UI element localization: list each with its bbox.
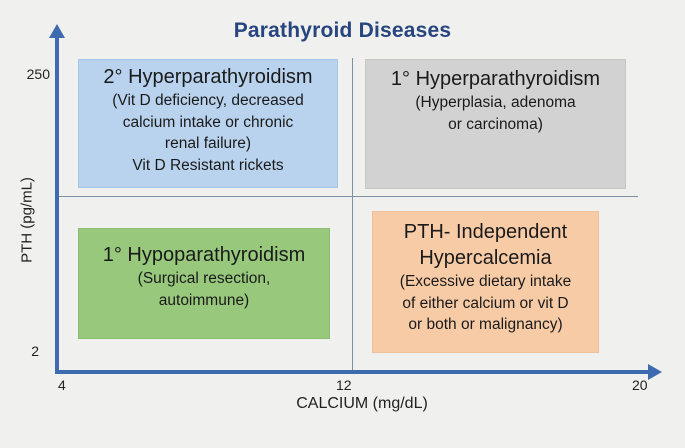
quadrant-divider-horizontal — [57, 196, 638, 197]
quadrant-primary-hypoparathyroidism: 1° Hypoparathyroidism (Surgical resectio… — [78, 228, 330, 339]
quadrant-detail-line: (Vit D deficiency, decreased — [112, 92, 304, 109]
x-tick-4: 4 — [58, 377, 66, 393]
x-axis-label: CALCIUM (mg/dL) — [296, 395, 428, 412]
x-tick-20: 20 — [632, 377, 648, 393]
y-tick-250: 250 — [26, 66, 50, 82]
diagram-title: Parathyroid Diseases — [233, 19, 452, 42]
y-axis-label: PTH (pg/mL) — [18, 177, 36, 263]
quadrant-heading: 1° Hypoparathyroidism — [102, 244, 306, 266]
quadrant-detail-line: or both or malignancy) — [408, 316, 563, 333]
quadrant-detail-line: calcium intake or chronic — [122, 113, 294, 131]
quadrant-detail-line: (Surgical resection, — [137, 270, 271, 287]
x-axis-line — [55, 370, 648, 374]
y-tick-2: 2 — [31, 343, 39, 359]
x-tick-12: 12 — [336, 377, 352, 393]
quadrant-detail-line: or carcinoma) — [448, 115, 543, 133]
quadrant-heading: 1° Hyperparathyroidism — [390, 68, 601, 90]
quadrant-primary-hyperparathyroidism: 1° Hyperparathyroidism (Hyperplasia, ade… — [365, 59, 626, 189]
quadrant-detail-line: renal failure) — [164, 135, 252, 152]
quadrant-heading: 2° Hyperparathyroidism — [103, 66, 313, 88]
quadrant-divider-vertical — [352, 58, 353, 370]
quadrant-heading: PTH- Independent Hypercalcemia — [403, 221, 568, 269]
quadrant-secondary-hyperparathyroidism: 2° Hyperparathyroidism (Vit D deficiency… — [78, 59, 338, 188]
y-axis-line — [55, 36, 59, 374]
quadrant-detail-line: (Excessive dietary intake — [399, 273, 572, 290]
quadrant-detail-line: autoimmune) — [158, 291, 250, 309]
quadrant-detail-line: (Hyperplasia, adenoma — [415, 94, 576, 111]
quadrant-pth-independent-hypercalcemia: PTH- Independent Hypercalcemia (Excessiv… — [372, 211, 599, 353]
quadrant-detail-line: of either calcium or vit D — [402, 294, 569, 312]
quadrant-detail-line: Vit D Resistant rickets — [132, 156, 284, 174]
y-axis-arrowhead-icon — [49, 24, 65, 38]
x-axis-arrowhead-icon — [648, 364, 662, 380]
